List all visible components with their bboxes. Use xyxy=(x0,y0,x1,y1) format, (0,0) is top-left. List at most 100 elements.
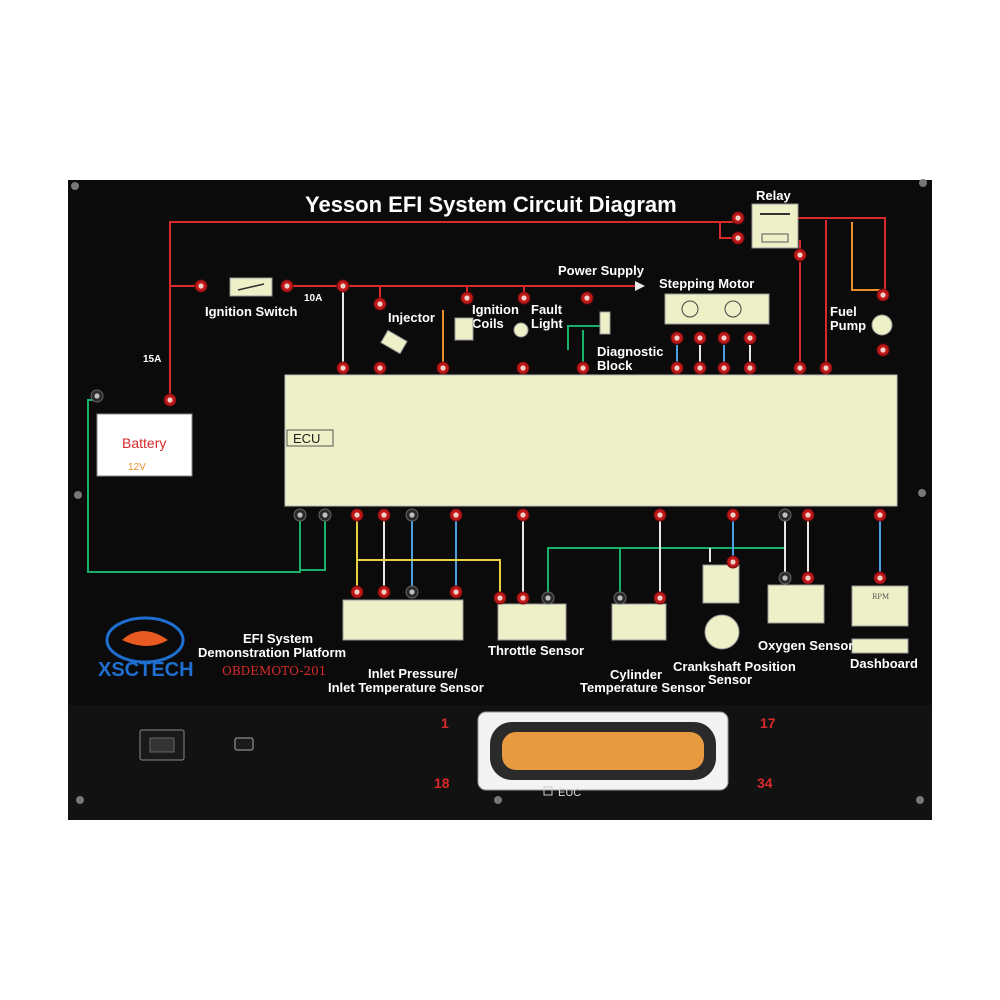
red-test-jack[interactable] xyxy=(194,279,208,293)
black-test-jack[interactable] xyxy=(405,585,419,599)
red-test-jack[interactable] xyxy=(377,585,391,599)
red-test-jack[interactable] xyxy=(876,288,890,302)
red-test-jack[interactable] xyxy=(576,361,590,375)
red-test-jack[interactable] xyxy=(819,361,833,375)
cylinder-sensor-label-2: Temperature Sensor xyxy=(580,680,705,695)
red-test-jack[interactable] xyxy=(336,361,350,375)
red-test-jack[interactable] xyxy=(793,248,807,262)
black-test-jack[interactable] xyxy=(318,508,332,522)
diagnostic-block-symbol xyxy=(599,311,611,335)
red-test-jack[interactable] xyxy=(517,291,531,305)
relay-box xyxy=(751,203,799,249)
relay-label: Relay xyxy=(756,188,791,203)
ecu-box xyxy=(284,374,898,507)
red-test-jack[interactable] xyxy=(731,231,745,245)
red-test-jack[interactable] xyxy=(693,331,707,345)
red-test-jack[interactable] xyxy=(516,508,530,522)
black-test-jack[interactable] xyxy=(778,508,792,522)
red-test-jack[interactable] xyxy=(336,279,350,293)
power-rocker-switch[interactable] xyxy=(234,737,254,751)
red-test-jack[interactable] xyxy=(516,591,530,605)
red-test-jack[interactable] xyxy=(726,555,740,569)
red-test-jack[interactable] xyxy=(717,331,731,345)
fuel-pump-label-1: Fuel xyxy=(830,304,857,319)
xsctech-logo-flame xyxy=(122,631,168,646)
red-test-jack[interactable] xyxy=(516,361,530,375)
ecu-label: ECU xyxy=(293,431,320,446)
inlet-sensor-label-1: Inlet Pressure/ xyxy=(368,666,458,681)
red-test-jack[interactable] xyxy=(717,361,731,375)
connector-pin-34: 34 xyxy=(757,775,773,791)
red-test-jack[interactable] xyxy=(373,361,387,375)
ecu-connector-pins xyxy=(502,732,704,770)
black-test-jack[interactable] xyxy=(405,508,419,522)
red-test-jack[interactable] xyxy=(670,361,684,375)
wires xyxy=(87,217,886,598)
black-test-jack[interactable] xyxy=(90,389,104,403)
red-test-jack[interactable] xyxy=(873,571,887,585)
crankshaft-sensor-label-1: Crankshaft Position xyxy=(673,659,796,674)
black-test-jack[interactable] xyxy=(293,508,307,522)
red-test-jack[interactable] xyxy=(731,211,745,225)
red-test-jack[interactable] xyxy=(350,508,364,522)
diagnostic-block-label-2: Block xyxy=(597,358,633,373)
red-test-jack[interactable] xyxy=(449,508,463,522)
diagnostic-block-label-1: Diagnostic xyxy=(597,344,663,359)
red-test-jack[interactable] xyxy=(743,361,757,375)
fault-light-label-1: Fault xyxy=(531,302,563,317)
dashboard-rpm: RPM xyxy=(872,593,889,601)
battery-box xyxy=(96,413,193,477)
jacks-layer xyxy=(90,211,890,605)
black-test-jack[interactable] xyxy=(541,591,555,605)
red-test-jack[interactable] xyxy=(693,361,707,375)
xsctech-logo xyxy=(105,616,185,664)
ignition-coils-label-1: Ignition xyxy=(472,302,519,317)
dashboard-label: Dashboard xyxy=(850,656,918,671)
dashboard-box xyxy=(851,585,909,627)
battery-label: Battery xyxy=(122,435,166,451)
red-test-jack[interactable] xyxy=(793,361,807,375)
stepping-motor-label: Stepping Motor xyxy=(659,276,754,291)
cylinder-sensor-box xyxy=(611,603,667,641)
dashboard-display xyxy=(851,638,909,654)
red-test-jack[interactable] xyxy=(726,508,740,522)
red-test-jack[interactable] xyxy=(580,291,594,305)
red-test-jack[interactable] xyxy=(449,585,463,599)
red-test-jack[interactable] xyxy=(350,585,364,599)
red-test-jack[interactable] xyxy=(373,297,387,311)
crankshaft-gear xyxy=(704,614,740,650)
stepping-motor-box xyxy=(664,293,770,325)
red-test-jack[interactable] xyxy=(436,361,450,375)
black-test-jack[interactable] xyxy=(613,591,627,605)
red-test-jack[interactable] xyxy=(493,591,507,605)
connector-pin-17: 17 xyxy=(760,715,776,731)
red-test-jack[interactable] xyxy=(801,571,815,585)
red-test-jack[interactable] xyxy=(460,291,474,305)
battery-voltage: 12V xyxy=(128,462,146,473)
red-test-jack[interactable] xyxy=(280,279,294,293)
red-test-jack[interactable] xyxy=(743,331,757,345)
red-test-jack[interactable] xyxy=(873,508,887,522)
red-test-jack[interactable] xyxy=(163,393,177,407)
screws xyxy=(71,179,927,804)
efi-platform-label: Demonstration Platform xyxy=(198,645,346,660)
ignition-switch-label: Ignition Switch xyxy=(205,304,297,319)
ignition-coil-symbol xyxy=(454,317,474,341)
red-test-jack[interactable] xyxy=(801,508,815,522)
black-test-jack[interactable] xyxy=(778,571,792,585)
connector-pin-18: 18 xyxy=(434,775,450,791)
oxygen-sensor-label: Oxygen Sensor xyxy=(758,638,853,653)
inlet-sensor-label-2: Inlet Temperature Sensor xyxy=(328,680,484,695)
power-supply-arrow xyxy=(635,281,645,291)
power-supply-label: Power Supply xyxy=(558,263,645,278)
inlet-sensor-box xyxy=(342,599,464,641)
red-test-jack[interactable] xyxy=(377,508,391,522)
injector-symbol xyxy=(380,329,408,355)
diagram-title: Yesson EFI System Circuit Diagram xyxy=(305,192,677,217)
red-test-jack[interactable] xyxy=(653,591,667,605)
oxygen-sensor-box xyxy=(767,584,825,624)
red-test-jack[interactable] xyxy=(876,343,890,357)
red-test-jack[interactable] xyxy=(653,508,667,522)
red-test-jack[interactable] xyxy=(670,331,684,345)
